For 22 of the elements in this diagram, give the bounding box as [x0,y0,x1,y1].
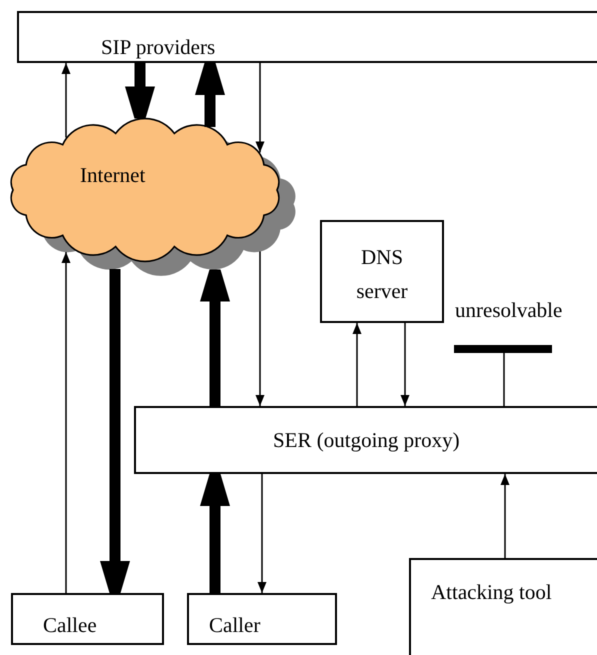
arrow [400,323,410,406]
arrow [256,63,264,152]
node-label: SER (outgoing proxy) [273,428,460,452]
node-label: Attacking tool [431,580,552,604]
node-label: Internet [80,163,146,187]
arrow [62,63,70,138]
arrow [62,252,70,593]
arrow [258,474,266,593]
node-label: unresolvable [455,298,562,322]
node-label: Caller [209,613,260,637]
arrow [256,252,264,406]
process-box [17,11,597,63]
node-label: Callee [43,613,97,637]
process-box [134,406,597,474]
process-box [187,593,337,645]
process-box [409,558,597,655]
node-label: SIP providers [101,35,216,59]
arrow [352,323,362,406]
process-box [320,220,444,323]
node-label: DNS server [355,244,409,305]
arrow [500,474,510,558]
process-box [11,593,164,645]
